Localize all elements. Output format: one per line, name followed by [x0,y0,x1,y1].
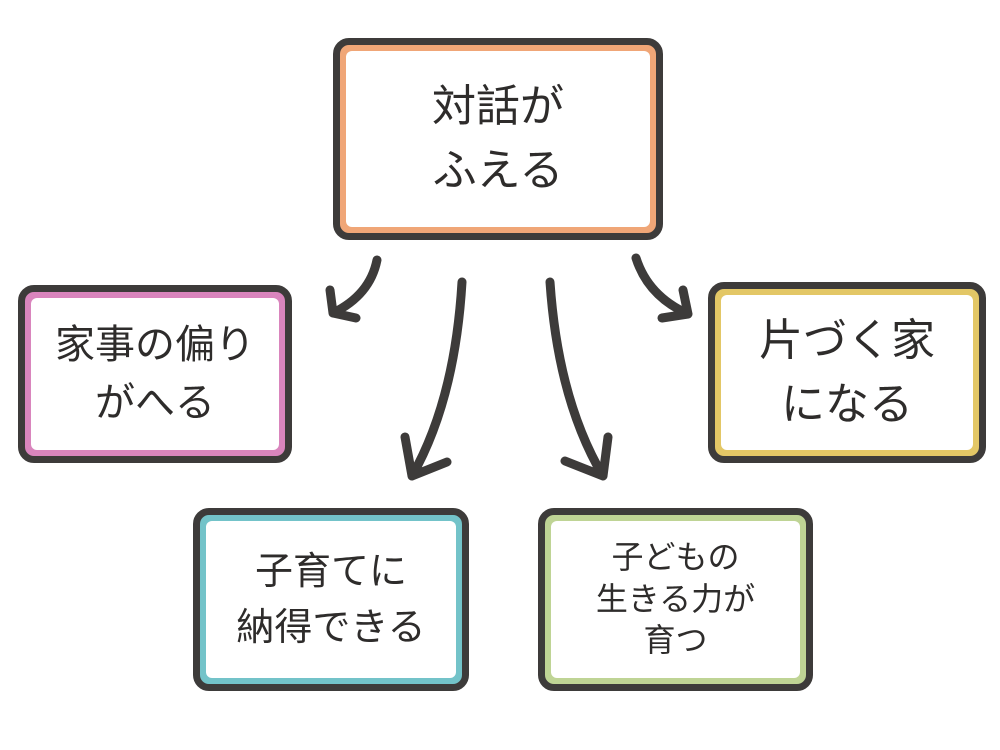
child-growth-line-1: 子どもの [611,538,740,577]
tidy-home-line-1: 片づく家 [759,314,935,366]
chores-box: 家事の偏り がへる [18,285,292,463]
chores-line-1: 家事の偏り [55,322,255,368]
tidy-home-box: 片づく家 になる [708,282,986,463]
child-growth-line-3: 育つ [643,621,708,660]
parenting-box: 子育てに 納得できる [193,508,469,691]
tidy-home-line-2: になる [781,378,913,430]
chores-line-2: がへる [95,380,215,426]
arrow-to-parenting [400,277,467,481]
parenting-line-2: 納得できる [236,604,426,649]
child-growth-box: 子どもの 生きる力が 育つ [538,508,813,691]
child-growth-line-2: 生きる力が [595,579,756,618]
arrow-to-tidy-home [631,253,693,323]
arrow-to-child-growth [545,277,613,481]
arrow-to-chores [325,255,382,323]
center-line-1: 対話が [432,81,564,133]
parenting-line-1: 子育てに [254,549,407,594]
center-box: 対話が ふえる [333,38,663,240]
center-line-2: ふえる [432,145,564,196]
